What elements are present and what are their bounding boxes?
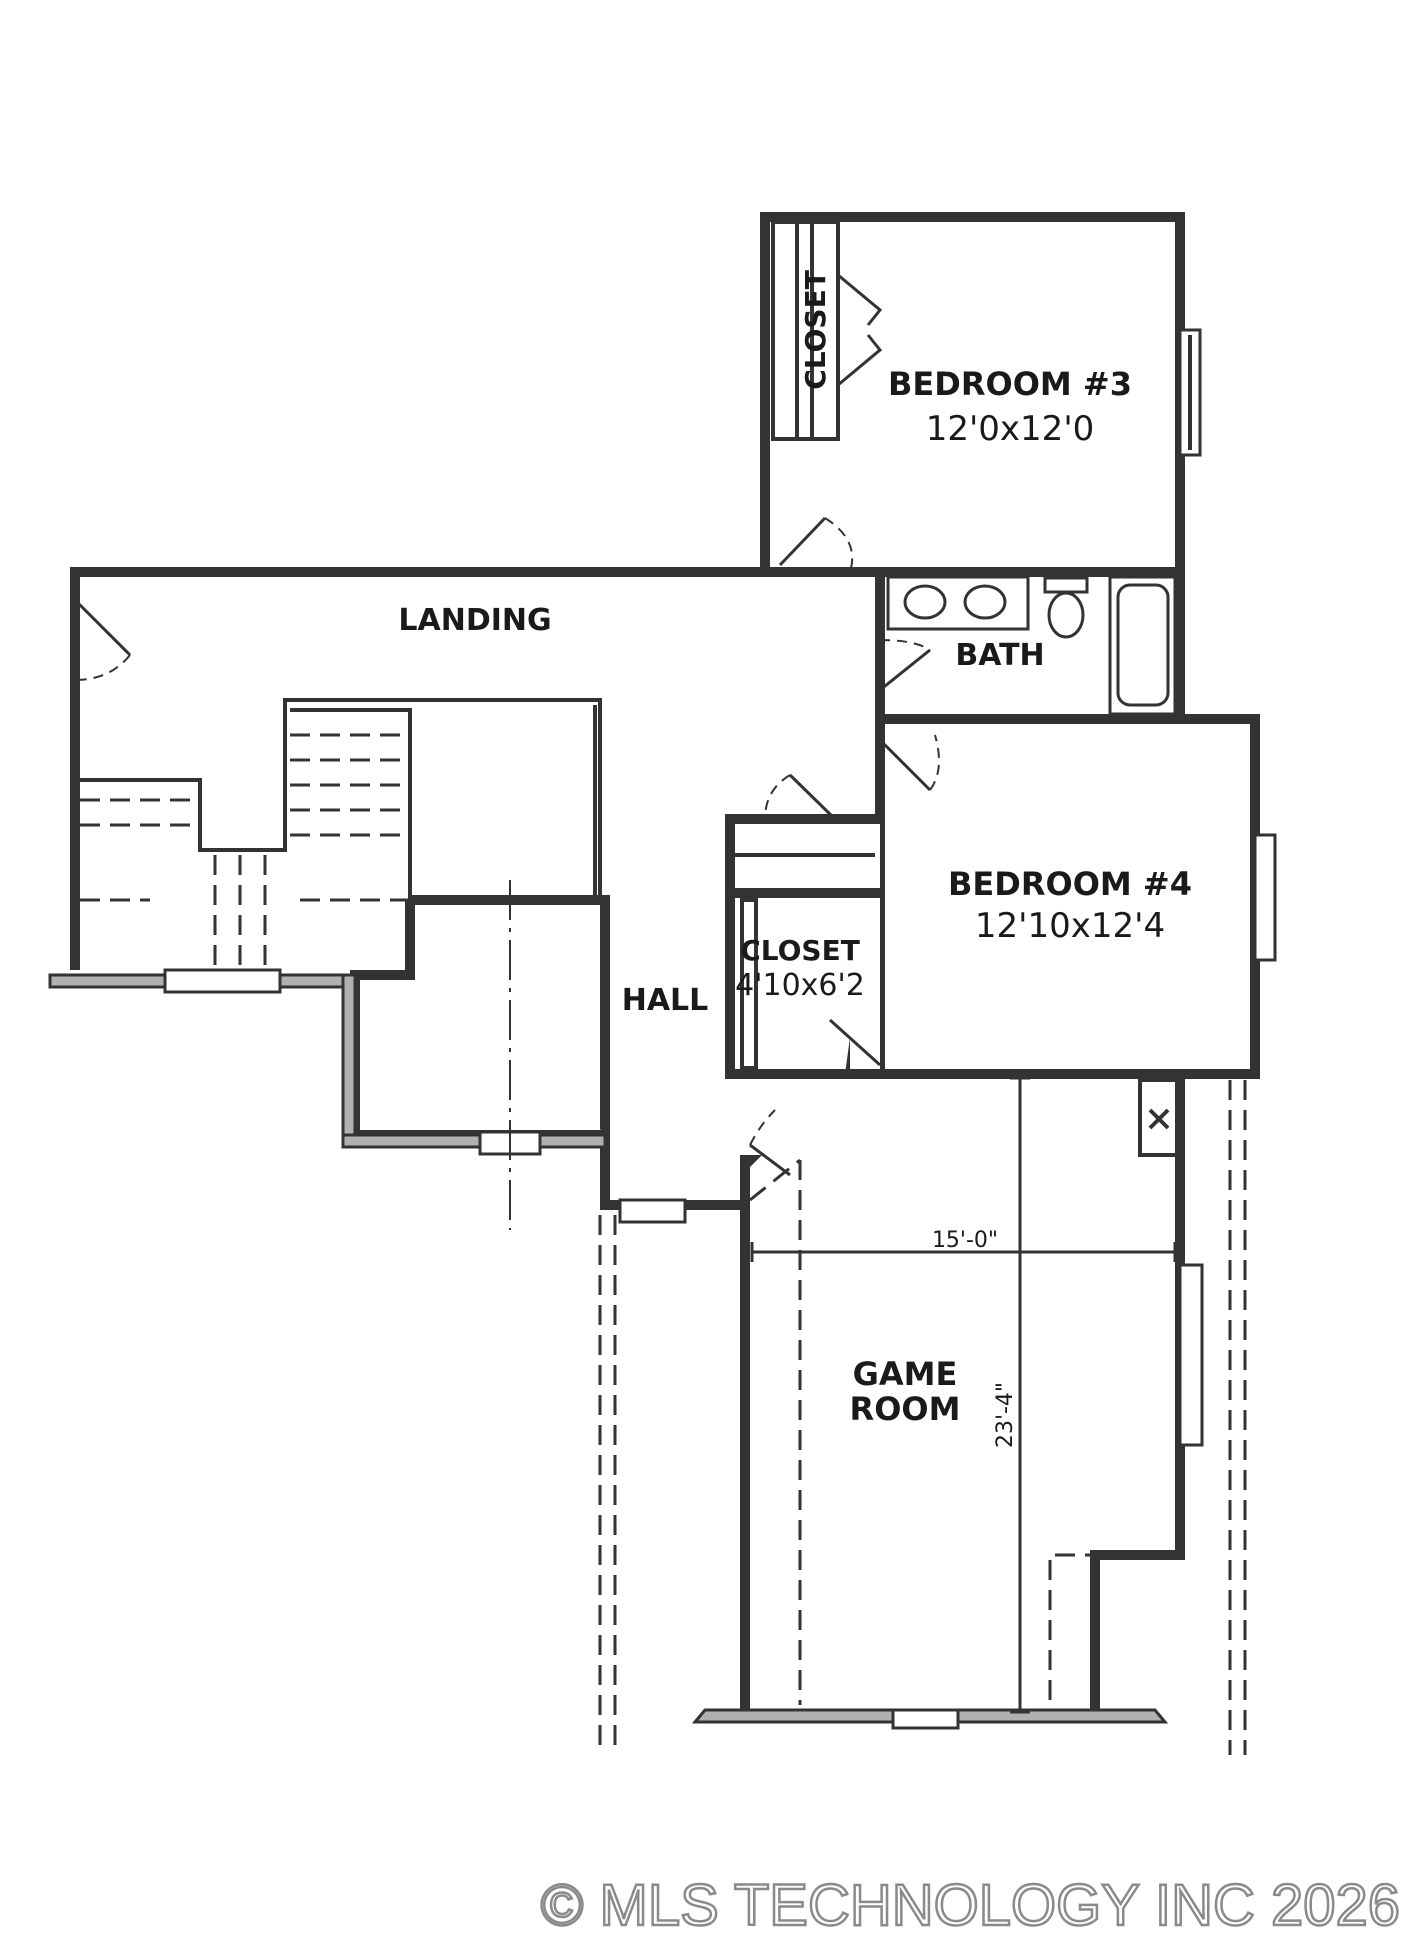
stairs-inner-rail (290, 708, 412, 900)
game-room-door (749, 1143, 791, 1177)
bedroom-3-door (778, 516, 827, 567)
game-room-label-line2: ROOM (850, 1390, 961, 1428)
game-room-door-swing (749, 1109, 776, 1146)
bedroom-4-label: BEDROOM #4 (948, 865, 1192, 903)
exterior-wall-bottom (341, 1133, 607, 1149)
bedroom-3-size: 12'0x12'0 (926, 409, 1095, 449)
bedroom-3-closet-label: CLOSET (799, 270, 832, 390)
bath (875, 567, 1185, 724)
bedroom-3 (760, 212, 1202, 577)
game-room-depth-dimension: 23'-4" (993, 1382, 1018, 1448)
bedroom-4-closet (725, 773, 882, 1079)
stairs (73, 698, 602, 970)
bedroom-4-closet-size: 4'10x6'2 (735, 968, 865, 1003)
bedroom-3-door-swing (824, 517, 854, 573)
bedroom-4-window (1253, 833, 1277, 962)
toilet-tank (1043, 576, 1089, 594)
linen-door-swing (764, 774, 791, 820)
game-room-label-line1: GAME (853, 1355, 958, 1393)
window-left (163, 968, 282, 994)
copyright-watermark: © MLS TECHNOLOGY INC 2026 (541, 1873, 1400, 1938)
toilet-bowl (1047, 591, 1085, 639)
overhang-dash-right (1048, 1553, 1095, 1700)
game-room-right-wall (1090, 1074, 1185, 1720)
landing-label: LANDING (398, 603, 551, 638)
stairs-outline (73, 698, 602, 970)
chase (1138, 1078, 1180, 1157)
game-room-width-dimension: 15'-0" (932, 1228, 998, 1253)
sink-right (963, 584, 1007, 620)
game-room-window-bottom (891, 1708, 960, 1730)
closet-bifold-door-bottom (837, 334, 883, 387)
closet-bifold-door-top (837, 273, 883, 326)
window-hall (618, 1198, 687, 1224)
landing-door-swing (74, 654, 131, 681)
closet-shelf (740, 898, 758, 1070)
bedroom-3-closet-outline (771, 220, 840, 441)
bath-door (879, 648, 931, 692)
linen-door (788, 773, 837, 821)
bath-door-swing (879, 639, 931, 651)
closet-door (828, 1018, 882, 1067)
chase-x (1148, 1108, 1170, 1130)
hall (48, 880, 745, 1755)
game-room-window-right (1178, 1263, 1204, 1447)
bedroom-3-label: BEDROOM #3 (888, 365, 1132, 403)
game-room-entry-dash (749, 1158, 801, 1202)
bedroom-4-size: 12'10x12'4 (975, 906, 1165, 946)
bedroom-4-door-swing (929, 734, 940, 791)
exterior-wall-left-vertical (341, 973, 357, 1147)
sink-left (903, 584, 947, 620)
bathtub-basin (1116, 583, 1170, 707)
game-room-left-wall (705, 1155, 763, 1720)
bedroom-4-closet-label: CLOSET (740, 934, 860, 967)
landing-door (73, 598, 132, 657)
bath-label: BATH (955, 638, 1044, 673)
game-room (691, 1069, 1255, 1755)
hall-label: HALL (622, 983, 709, 1018)
bedroom-4-door (878, 738, 932, 792)
bedroom-3-walls (760, 212, 1185, 577)
